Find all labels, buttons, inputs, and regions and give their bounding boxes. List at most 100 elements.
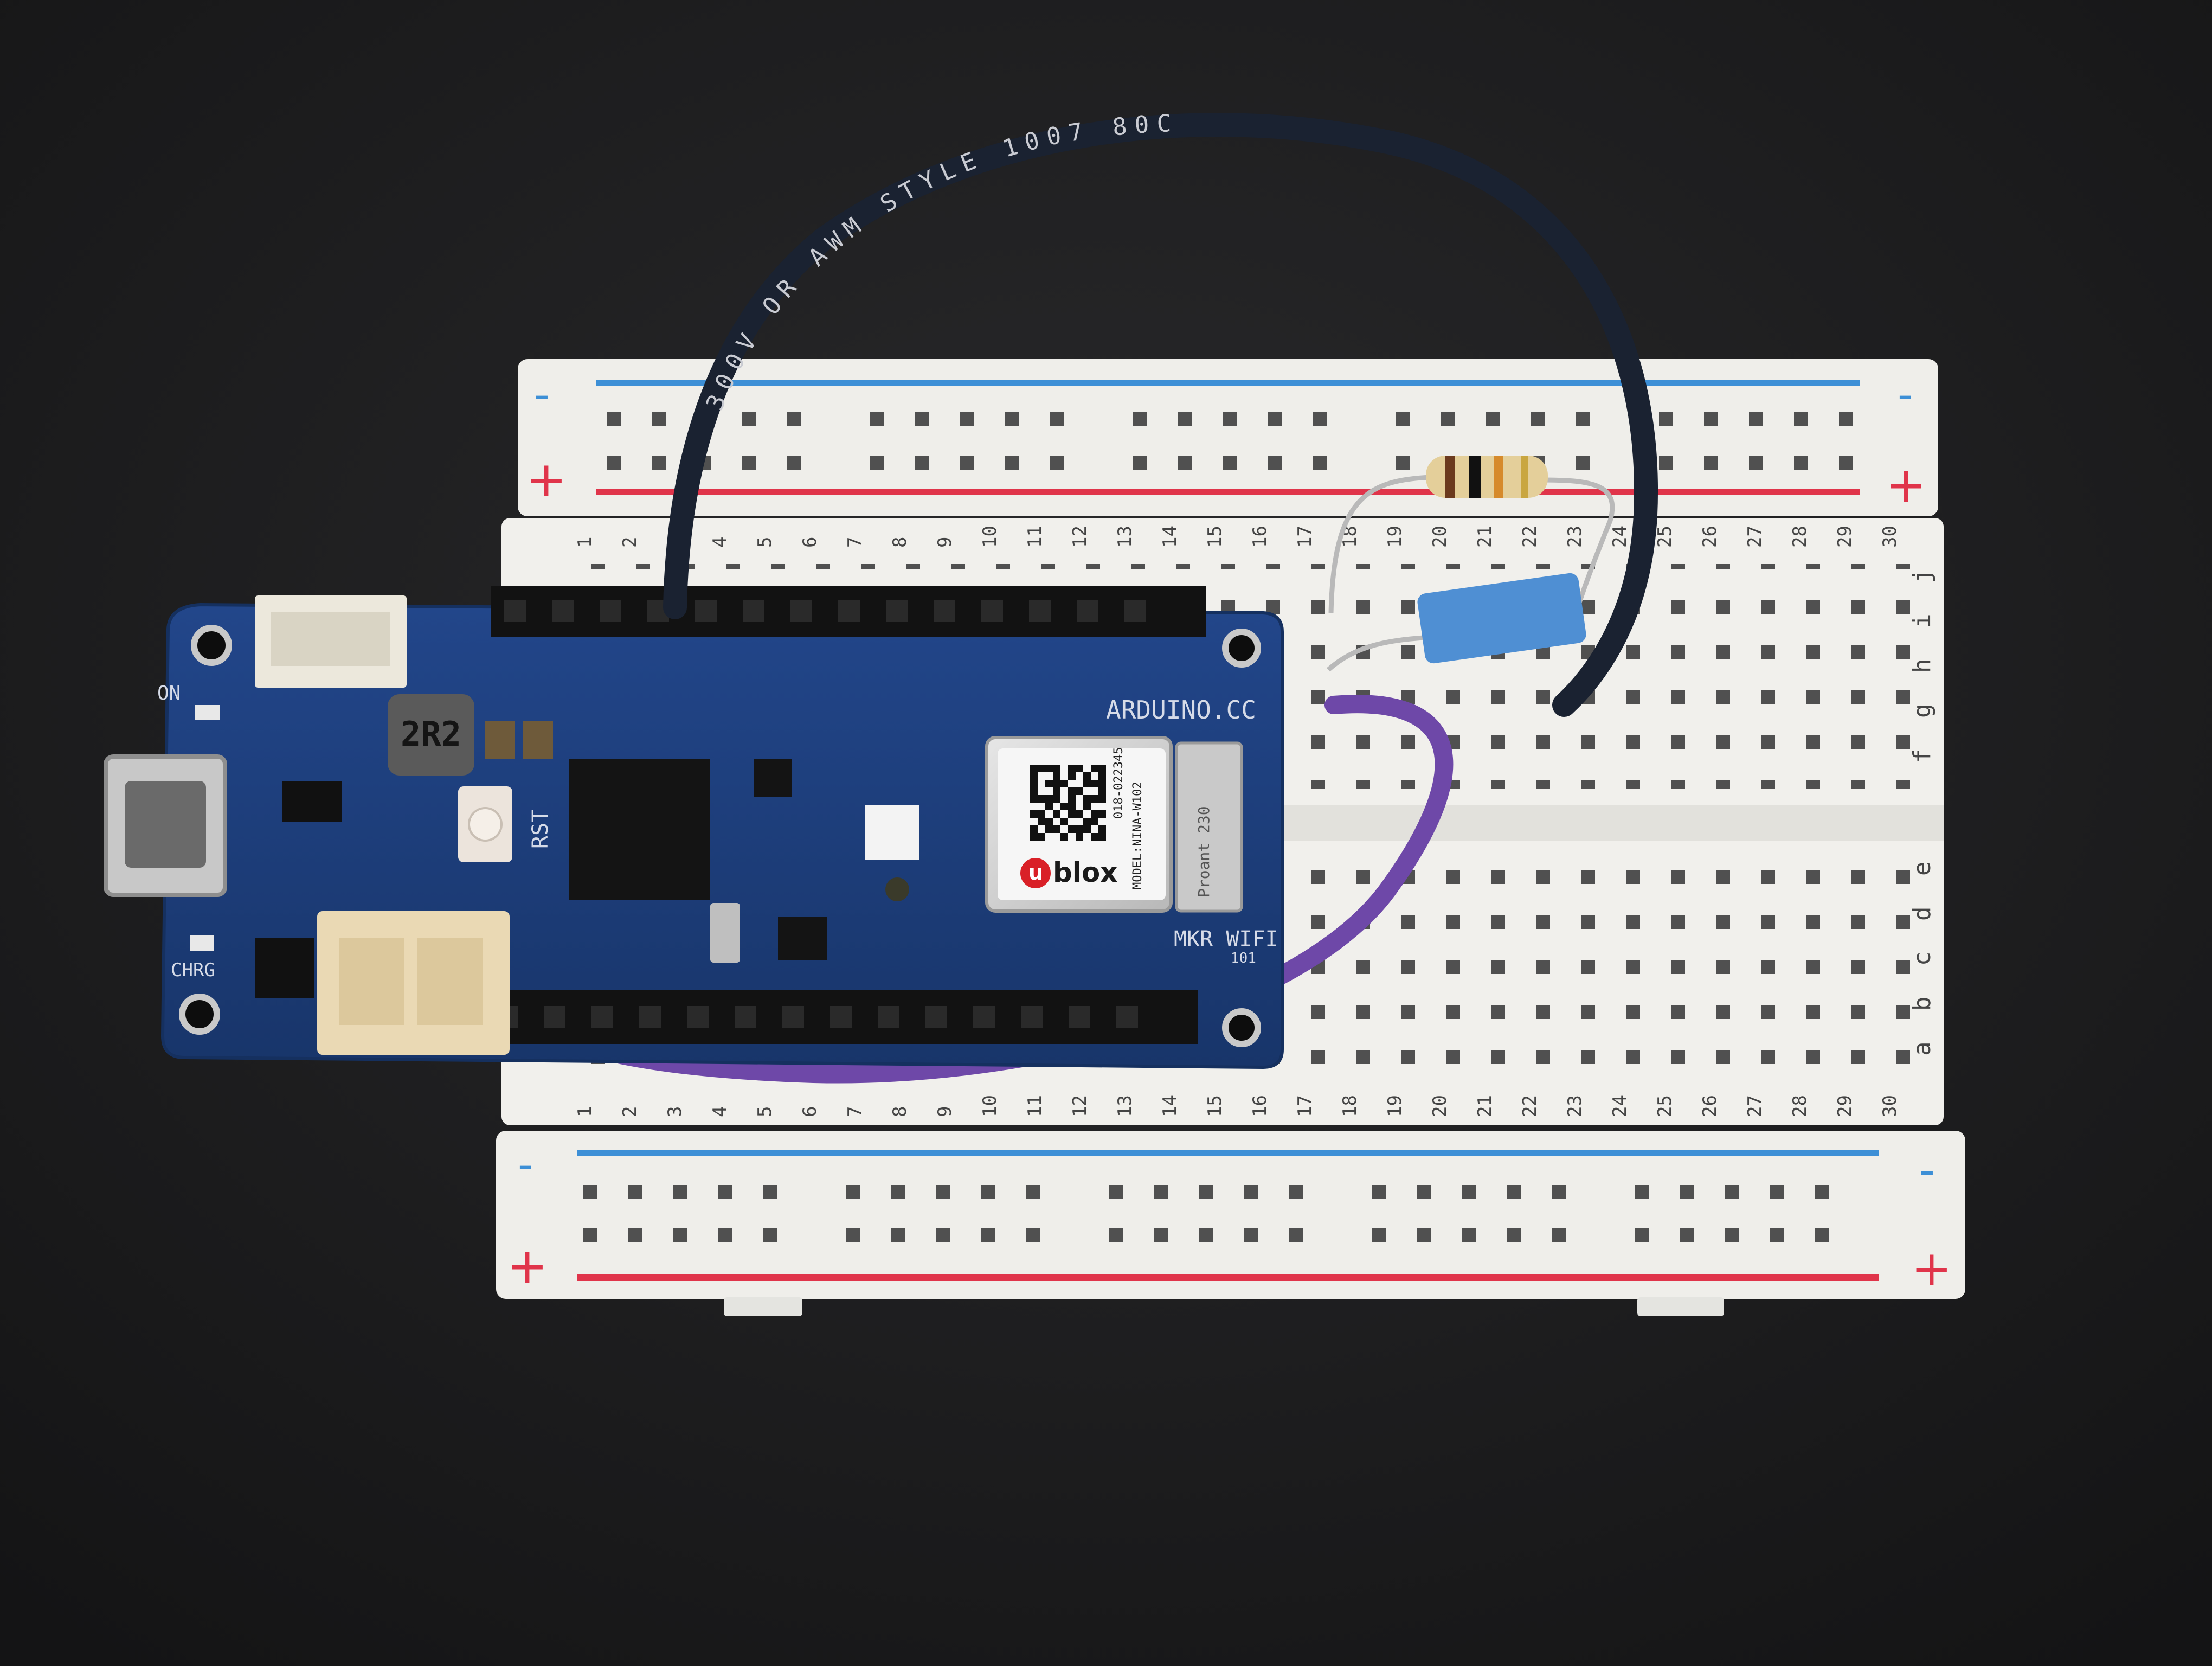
qr-module [1045, 818, 1053, 825]
row-letter-top: f [1908, 749, 1936, 764]
header-pin-socket [934, 600, 955, 622]
column-number-top: 12 [1069, 526, 1091, 548]
rail-hole [583, 1228, 597, 1242]
module-brand: blox [1053, 857, 1118, 888]
qr-module [1091, 795, 1098, 803]
mount-hole-bl [179, 994, 220, 1035]
rail-hole [960, 456, 974, 470]
qr-module [1030, 780, 1038, 787]
qr-module [1060, 780, 1068, 787]
qr-module [1053, 780, 1060, 787]
qr-module [1083, 818, 1091, 825]
jst-connector-top-inner [271, 612, 390, 666]
header-pin-socket [639, 1006, 661, 1028]
column-number-top: 4 [709, 537, 731, 548]
row-letter-bottom: c [1908, 952, 1936, 966]
column-number-bottom: 3 [664, 1106, 686, 1117]
rail-hole [1223, 456, 1237, 470]
rail-hole [1507, 1185, 1521, 1199]
top-rail-plus-left: + [526, 451, 567, 508]
led-on [195, 705, 220, 720]
header-pin-socket [838, 600, 860, 622]
rail-hole [1199, 1228, 1213, 1242]
capacitor-2 [523, 721, 553, 759]
qr-module [1091, 765, 1098, 772]
bottom-rail-minus-left: - [518, 1139, 533, 1190]
row-letter-top: g [1908, 704, 1936, 719]
label-rst: RST [528, 810, 553, 849]
inductor-2r2 [388, 694, 474, 776]
rail-hole [846, 1185, 860, 1199]
row-letter-bottom: d [1908, 907, 1936, 921]
rail-hole [1396, 456, 1410, 470]
rail-hole [1154, 1185, 1168, 1199]
qr-module [1076, 787, 1083, 795]
capacitor-lead [1326, 635, 1432, 672]
rail-hole [846, 1228, 860, 1242]
column-number-bottom: 9 [934, 1106, 956, 1117]
rail-hole [1635, 1228, 1649, 1242]
column-number-top: 16 [1249, 526, 1271, 548]
rail-hole [607, 412, 621, 426]
rail-hole [960, 412, 974, 426]
rail-hole [1576, 412, 1590, 426]
ic-charger [255, 938, 314, 998]
column-number-top: 23 [1564, 526, 1586, 548]
qr-module [1045, 825, 1053, 833]
rail-hole [1839, 412, 1853, 426]
qr-module [1068, 772, 1076, 780]
column-number-bottom: 10 [979, 1095, 1001, 1117]
rail-hole [1794, 412, 1808, 426]
rail-hole [1178, 456, 1192, 470]
mount-hole-tr [1222, 629, 1261, 668]
qr-module [1076, 833, 1083, 841]
rail-hole [1486, 412, 1500, 426]
column-number-bottom: 29 [1834, 1095, 1856, 1117]
rail-hole [1178, 412, 1192, 426]
column-number-bottom: 16 [1249, 1095, 1271, 1117]
rail-hole [1005, 456, 1019, 470]
rail-hole [673, 1185, 687, 1199]
column-number-bottom: 25 [1654, 1095, 1676, 1117]
arduino-mkr-board: 2R2 RST ARDUINO.CC MKR WIFI 101 ON CHRG [104, 586, 1284, 1069]
qr-module [1098, 765, 1106, 772]
rail-hole [1223, 412, 1237, 426]
column-number-top: 2 [619, 537, 641, 548]
resistor-band-1 [1445, 456, 1455, 498]
column-number-top: 11 [1024, 526, 1046, 548]
qr-code-icon [1030, 765, 1106, 841]
antenna-marking: Proant 230 [1195, 806, 1213, 898]
rail-hole [1659, 412, 1673, 426]
qr-module [1068, 787, 1076, 795]
bottom-rail-plus-left: + [507, 1238, 548, 1295]
led-chrg [190, 935, 214, 951]
column-number-top: 15 [1204, 526, 1226, 548]
header-pin-socket [790, 600, 812, 622]
rgb-led-icon [865, 805, 919, 860]
column-number-bottom: 5 [754, 1106, 776, 1117]
rail-hole [981, 1228, 995, 1242]
rail-hole [1531, 412, 1545, 426]
rail-hole [1313, 412, 1327, 426]
capacitor-1 [485, 721, 515, 759]
bottom-power-rail [496, 1131, 1965, 1299]
header-pin-socket [973, 1006, 995, 1028]
rail-hole [1725, 1185, 1739, 1199]
header-pin-socket [886, 600, 908, 622]
rail-hole [1289, 1185, 1303, 1199]
column-number-bottom: 2 [619, 1106, 641, 1117]
rail-hole [652, 456, 666, 470]
rail-hole [1462, 1228, 1476, 1242]
qr-module [1091, 810, 1098, 818]
column-number-top: 22 [1519, 526, 1541, 548]
header-pin-socket [695, 600, 717, 622]
rail-hole [1289, 1228, 1303, 1242]
rail-hole [936, 1185, 950, 1199]
bottom-rail-red-line [577, 1274, 1879, 1281]
qr-module [1060, 833, 1068, 841]
top-rail-minus-left: - [534, 369, 550, 420]
rail-hole [1199, 1185, 1213, 1199]
row-letter-bottom: a [1908, 1042, 1936, 1056]
